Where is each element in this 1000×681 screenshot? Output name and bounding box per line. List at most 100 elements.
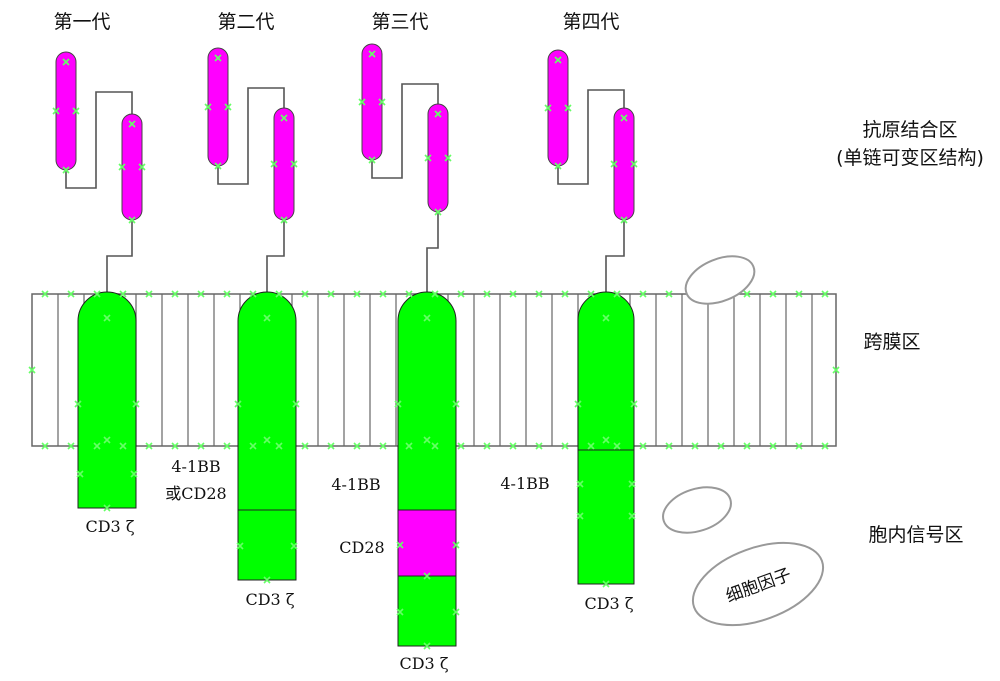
connection-marker (610, 160, 618, 168)
connection-marker (72, 107, 80, 115)
connection-marker (405, 290, 413, 298)
connection-marker (444, 154, 452, 162)
connection-marker (665, 290, 673, 298)
cytokine-vesicle-top (684, 255, 756, 305)
connection-marker (613, 290, 621, 298)
connection-marker (93, 442, 101, 450)
gen4-41bb-label: 4-1BB (500, 474, 549, 493)
connection-marker (587, 442, 595, 450)
connection-marker (292, 400, 300, 408)
connection-marker (368, 156, 376, 164)
connection-marker (574, 400, 582, 408)
connection-marker (561, 442, 569, 450)
connection-marker (197, 290, 205, 298)
connection-marker (769, 442, 777, 450)
connection-marker (483, 442, 491, 450)
gen3-hinge (426, 212, 439, 294)
gen1-scfv-vl-domain (121, 113, 143, 221)
connection-marker (457, 442, 465, 450)
connection-marker (691, 442, 699, 450)
connection-marker (452, 400, 460, 408)
connection-marker (434, 110, 442, 118)
connection-marker (379, 290, 387, 298)
connection-marker (535, 442, 543, 450)
gen1-cd3z-label: CD3 ζ (85, 517, 134, 536)
connection-marker (171, 442, 179, 450)
generation-2-title: 第二代 (217, 11, 274, 33)
connection-marker (197, 442, 205, 450)
connection-marker (821, 442, 829, 450)
connection-marker (290, 160, 298, 168)
connection-marker (396, 608, 404, 616)
cytokine-vesicle-middle (662, 486, 732, 534)
gen2-cd3z-label: CD3 ζ (245, 590, 294, 609)
connection-marker (431, 442, 439, 450)
connection-marker (204, 103, 212, 111)
connection-marker (743, 442, 751, 450)
connection-marker (353, 442, 361, 450)
connection-marker (832, 366, 840, 374)
connection-marker (564, 104, 572, 112)
connection-marker (423, 314, 431, 322)
cytokine-vesicle-large (691, 541, 825, 627)
connection-marker (630, 160, 638, 168)
connection-marker (270, 160, 278, 168)
connection-marker (128, 216, 136, 224)
gen2-41bb-label: 4-1BB (171, 457, 220, 476)
connection-marker (62, 166, 70, 174)
gen3-scfv-vh-domain (361, 43, 383, 161)
connection-marker (327, 290, 335, 298)
connection-marker (620, 114, 628, 122)
gen2-costimulatory-domain (237, 291, 297, 511)
connection-marker (423, 572, 431, 580)
gen2-scfv-vl-domain (273, 107, 295, 221)
connection-marker (665, 442, 673, 450)
generation-4-title: 第四代 (562, 11, 619, 33)
connection-marker (769, 290, 777, 298)
connection-marker (171, 290, 179, 298)
connection-marker (576, 512, 584, 520)
connection-marker (587, 290, 595, 298)
connection-marker (236, 542, 244, 550)
connection-marker (224, 103, 232, 111)
gen4-transmembrane-41bb-domain (577, 291, 635, 451)
gen4-scfv-vl-domain (613, 107, 635, 221)
connection-marker (509, 290, 517, 298)
connection-marker (457, 290, 465, 298)
connection-marker (290, 542, 298, 550)
connection-marker (743, 290, 751, 298)
gen4-cd3z-label: CD3 ζ (584, 594, 633, 613)
connection-marker (74, 400, 82, 408)
connection-marker (214, 54, 222, 62)
gen1-hinge (106, 220, 133, 294)
connection-marker (535, 290, 543, 298)
generation-1-title: 第一代 (53, 11, 110, 33)
connection-marker (41, 290, 49, 298)
connection-marker (576, 480, 584, 488)
connection-marker (93, 290, 101, 298)
gen3-41bb-domain (397, 291, 457, 511)
connection-marker (223, 442, 231, 450)
connection-marker (368, 50, 376, 58)
connection-marker (103, 436, 111, 444)
connection-marker (234, 400, 242, 408)
gen2-or-cd28-label: 或CD28 (165, 484, 226, 503)
antigen-binding-region-label: 抗原结合区 (862, 119, 957, 141)
connection-markers (28, 50, 840, 650)
gen3-scfv-vl-domain (427, 103, 449, 213)
connection-marker (452, 541, 460, 549)
connection-marker (358, 98, 366, 106)
connection-marker (76, 470, 84, 478)
connection-marker (795, 442, 803, 450)
connection-marker (130, 470, 138, 478)
gen3-41bb-label: 4-1BB (331, 475, 380, 494)
generation-3-title: 第三代 (371, 11, 428, 33)
connection-marker (602, 314, 610, 322)
gen4-hinge (605, 220, 625, 294)
connection-marker (431, 290, 439, 298)
connection-marker (263, 436, 271, 444)
connection-marker (327, 442, 335, 450)
connection-marker (717, 442, 725, 450)
connection-marker (145, 442, 153, 450)
gen3-scfv-linker (371, 83, 439, 179)
